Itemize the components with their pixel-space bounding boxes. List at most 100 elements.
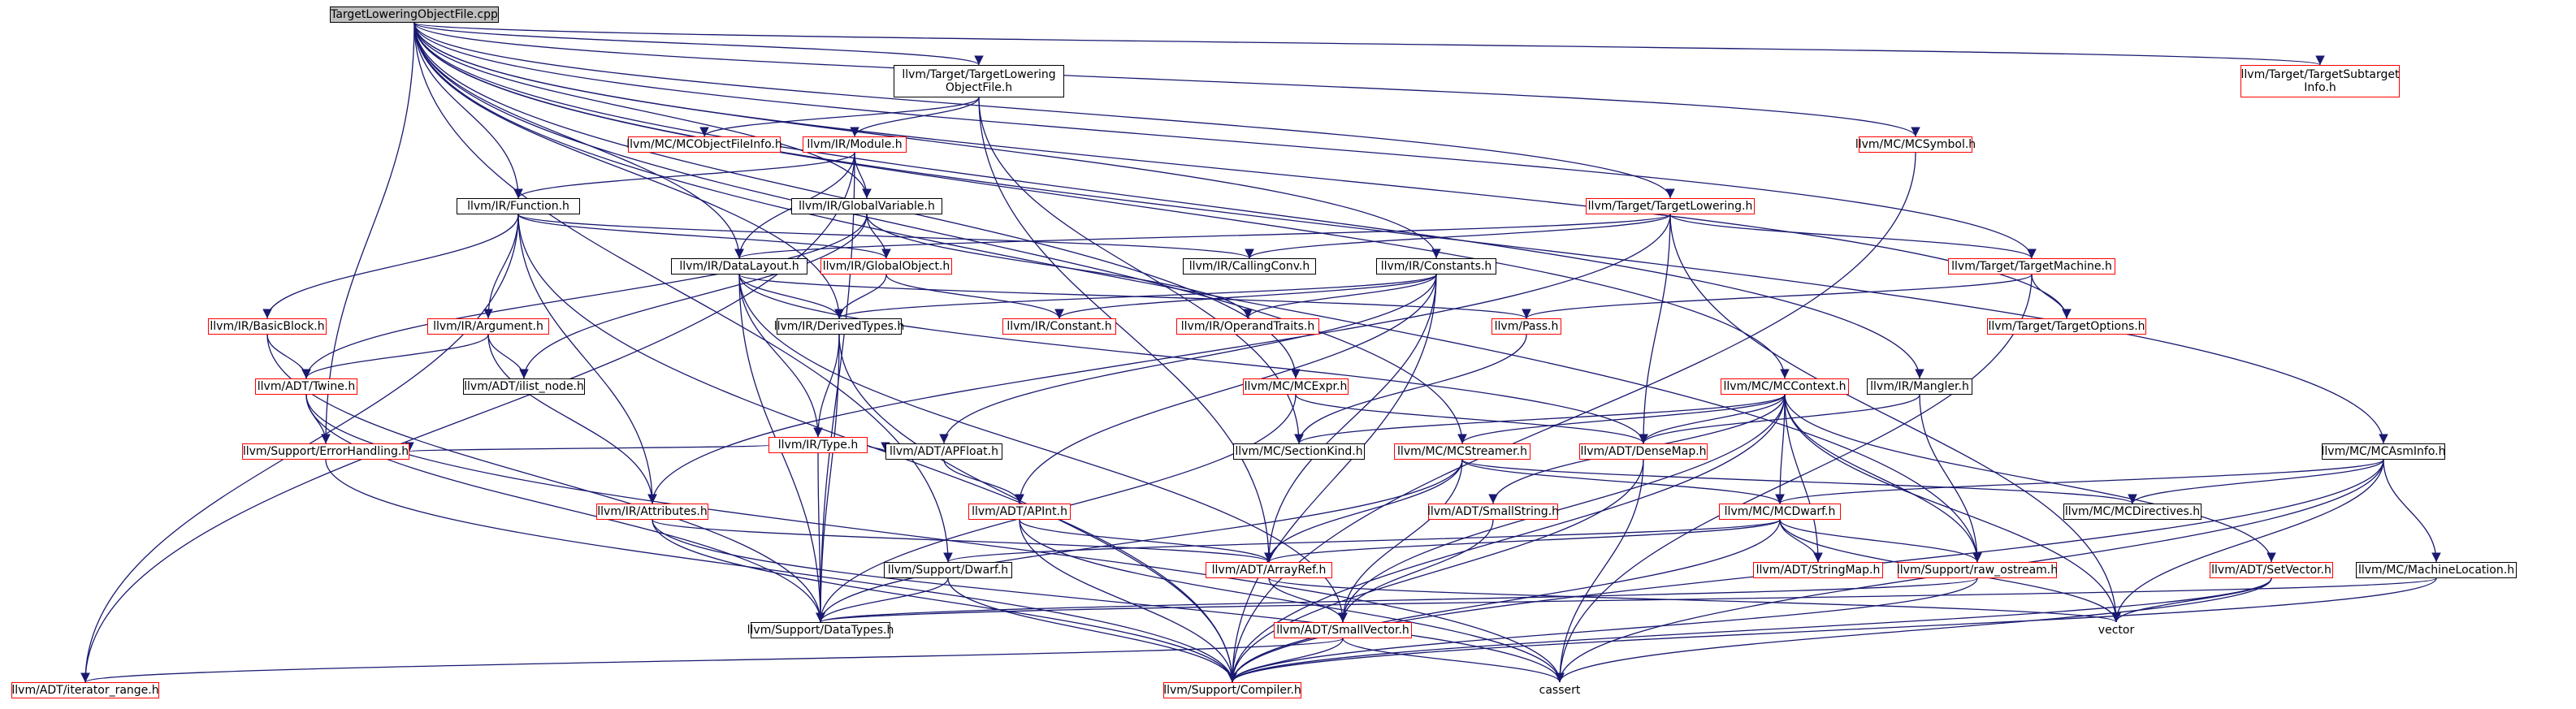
edge-setvector-to-compiler	[1227, 577, 2272, 683]
node-constants[interactable]: llvm/IR/Constants.h	[1376, 258, 1496, 275]
edge-root-to-datalayout	[413, 22, 744, 259]
node-globalobject[interactable]: llvm/IR/GlobalObject.h	[820, 258, 952, 275]
edge-root-to-mcsymbol	[413, 22, 1920, 137]
node-mcasminfo[interactable]: llvm/MC/MCAsmInfo.h	[2321, 443, 2446, 460]
edge-twine-to-cassert	[305, 394, 1565, 683]
node-arrayref[interactable]: llvm/ADT/ArrayRef.h	[1206, 562, 1332, 578]
edge-mcasminfo-to-mcdwarf	[1775, 459, 2384, 504]
edge-mcdwarf-to-stringmap	[1779, 519, 1823, 563]
node-root[interactable]: TargetLoweringObjectFile.cpp	[330, 6, 499, 23]
node-targetlowering[interactable]: llvm/Target/TargetLowering.h	[1586, 198, 1755, 214]
node-mcdwarf[interactable]: llvm/MC/MCDwarf.h	[1719, 504, 1841, 520]
edge-constants-to-apfloat	[939, 274, 1437, 444]
node-pass[interactable]: llvm/Pass.h	[1491, 318, 1561, 335]
edge-rawostream-to-datatypes	[816, 577, 1978, 623]
edge-mccontext-to-mcstreamer	[1457, 394, 1786, 444]
node-basicblock[interactable]: llvm/IR/BasicBlock.h	[208, 318, 327, 335]
edge-targetmachine-to-pass	[1522, 274, 2033, 319]
node-datatypes[interactable]: llvm/Support/DataTypes.h	[747, 622, 894, 638]
edge-globalvariable-to-operandtraits	[866, 214, 1253, 319]
node-tlof-h[interactable]: llvm/Target/TargetLowering ObjectFile.h	[894, 65, 1064, 97]
edge-argument-to-twine	[301, 334, 489, 379]
node-sectionkind[interactable]: llvm/MC/SectionKind.h	[1233, 443, 1365, 460]
node-smallstring[interactable]: llvm/ADT/SmallString.h	[1427, 504, 1560, 520]
edge-targetlowering-to-densemap	[1639, 214, 1671, 444]
edge-targetlowering-to-attributes	[647, 214, 1671, 504]
node-targetoptions[interactable]: llvm/Target/TargetOptions.h	[1987, 318, 2146, 335]
node-ilistnode[interactable]: llvm/ADT/ilist_node.h	[463, 378, 585, 395]
edge-densemap-to-compiler	[1227, 459, 1644, 683]
node-mangler[interactable]: llvm/IR/Mangler.h	[1867, 378, 1972, 395]
edge-densemap-to-cassert	[1555, 459, 1644, 683]
edge-arrayref-to-vector	[1268, 577, 2121, 623]
node-objfileinfo[interactable]: llvm/MC/MCObjectFileInfo.h	[626, 136, 782, 153]
edge-arrayref-to-smallvector	[1268, 577, 1348, 623]
edge-targetmachine-to-targetoptions	[2031, 274, 2072, 319]
edge-targetlowering-to-datalayout	[734, 214, 1671, 259]
node-function[interactable]: llvm/IR/Function.h	[457, 198, 580, 214]
node-subtarget[interactable]: llvm/Target/TargetSubtarget Info.h	[2240, 65, 2400, 97]
node-iteratorrange[interactable]: llvm/ADT/iterator_range.h	[11, 682, 159, 698]
edge-function-to-globalobject	[517, 214, 891, 259]
edge-root-to-targetmachine	[413, 22, 2037, 259]
node-operandtraits[interactable]: llvm/IR/OperandTraits.h	[1176, 318, 1319, 335]
edge-root-to-targetlowering	[413, 22, 1675, 199]
edge-smallvector-to-cassert	[1342, 638, 1565, 683]
node-irtype[interactable]: llvm/IR/Type.h	[768, 437, 868, 453]
node-irconstant[interactable]: llvm/IR/Constant.h	[1002, 318, 1116, 335]
edge-argument-to-ilistnode	[487, 334, 529, 379]
edge-mcdwarf-to-rawostream	[1779, 519, 1982, 563]
edge-machinelocation-to-datatypes	[816, 577, 2437, 623]
edge-root-to-mcstreamer	[413, 22, 1467, 444]
edge-mccontext-to-sectionkind	[1294, 394, 1786, 444]
node-attributes[interactable]: llvm/IR/Attributes.h	[596, 504, 708, 520]
node-globalvariable[interactable]: llvm/IR/GlobalVariable.h	[791, 198, 942, 214]
node-rawostream[interactable]: llvm/Support/raw_ostream.h	[1896, 562, 2059, 578]
edge-rawostream-to-compiler	[1227, 577, 1978, 683]
node-mcdirectives[interactable]: llvm/MC/MCDirectives.h	[2063, 504, 2202, 520]
node-stringmap[interactable]: llvm/ADT/StringMap.h	[1753, 562, 1883, 578]
dependency-edges	[80, 22, 2441, 683]
edge-mcstreamer-to-mcdirectives	[1461, 459, 2137, 504]
node-mcexpr[interactable]: llvm/MC/MCExpr.h	[1243, 378, 1349, 395]
node-module[interactable]: llvm/IR/Module.h	[803, 136, 907, 153]
node-mcsymbol[interactable]: llvm/MC/MCSymbol.h	[1855, 136, 1976, 153]
node-callingconv[interactable]: llvm/IR/CallingConv.h	[1183, 258, 1316, 275]
edge-apint-to-cassert	[1019, 519, 1565, 683]
node-smallvector[interactable]: llvm/ADT/SmallVector.h	[1274, 622, 1412, 638]
node-errorhandling[interactable]: llvm/Support/ErrorHandling.h	[242, 443, 409, 460]
edge-root-to-rawostream	[413, 22, 1982, 563]
node-machinelocation[interactable]: llvm/MC/MachineLocation.h	[2356, 562, 2517, 578]
node-apfloat[interactable]: llvm/ADT/APFloat.h	[885, 443, 1002, 460]
edge-apint-to-arrayref	[1019, 519, 1274, 563]
edge-mcexpr-to-densemap	[1295, 394, 1648, 444]
node-apint[interactable]: llvm/ADT/APInt.h	[968, 504, 1071, 520]
edge-irtype-to-datatypes	[816, 452, 825, 623]
edge-root-to-function	[413, 22, 523, 199]
node-mcstreamer[interactable]: llvm/MC/MCStreamer.h	[1394, 443, 1530, 460]
edge-function-to-callingconv	[517, 214, 1254, 259]
node-targetmachine[interactable]: llvm/Target/TargetMachine.h	[1948, 258, 2115, 275]
node-datalayout[interactable]: llvm/IR/DataLayout.h	[671, 258, 807, 275]
node-derivedtypes[interactable]: llvm/IR/DerivedTypes.h	[773, 318, 905, 335]
edge-globalvariable-to-globalobject	[866, 214, 891, 259]
edge-derivedtypes-to-datatypes	[816, 334, 840, 623]
edge-mccontext-to-vector	[1784, 394, 2121, 623]
node-compiler[interactable]: llvm/Support/Compiler.h	[1163, 682, 1301, 698]
edge-datalayout-to-smallvector	[738, 274, 1348, 623]
node-argument[interactable]: llvm/IR/Argument.h	[427, 318, 549, 335]
edge-attributes-to-cassert	[652, 519, 1565, 683]
node-densemap[interactable]: llvm/ADT/DenseMap.h	[1579, 443, 1708, 460]
node-twine[interactable]: llvm/ADT/Twine.h	[255, 378, 357, 395]
edge-constants-to-irconstant	[1054, 274, 1437, 319]
edge-machinelocation-to-compiler	[1227, 577, 2437, 683]
edge-tlof-h-to-objfileinfo	[699, 97, 980, 137]
node-dwarf[interactable]: llvm/Support/Dwarf.h	[884, 562, 1012, 578]
edge-function-to-argument	[483, 214, 519, 319]
edge-pass-to-sectionkind	[1294, 334, 1527, 444]
node-mccontext[interactable]: llvm/MC/MCContext.h	[1721, 378, 1849, 395]
edge-targetlowering-to-vector	[1669, 214, 2121, 623]
edge-setvector-to-vector	[2111, 577, 2272, 623]
edge-argument-to-attributes	[487, 334, 657, 504]
node-setvector[interactable]: llvm/ADT/SetVector.h	[2210, 562, 2333, 578]
